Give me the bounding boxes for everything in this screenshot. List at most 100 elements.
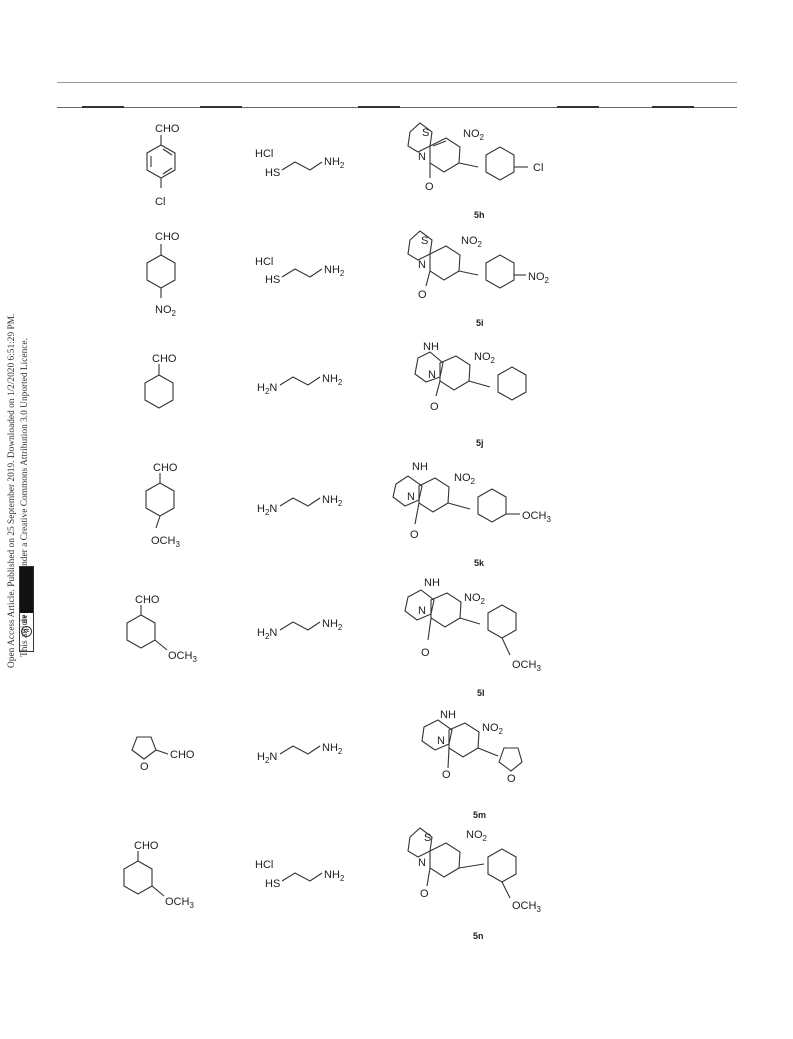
amine-structure: H2N NH2 (257, 618, 343, 641)
product-het-label: NH (440, 709, 456, 721)
compound-label: 5k (474, 558, 485, 568)
compound-label: 5l (477, 688, 485, 698)
compound-label: 5n (473, 931, 484, 941)
amine-left-label: H2N (257, 503, 277, 517)
amine-right-label: NH2 (322, 742, 343, 756)
product-nitro-label: NO2 (466, 829, 488, 843)
product-o-label: O (410, 529, 419, 541)
product-o-label: O (418, 289, 427, 301)
amine-left-label: H2N (257, 382, 277, 396)
amine-structure: HCl HS NH2 (255, 859, 345, 890)
product-n-label: N (437, 735, 445, 747)
aldehyde-structure: CHO OCH3 (126, 594, 197, 664)
aldehyde-top-label: CHO (153, 462, 178, 474)
product-n-label: N (407, 491, 415, 503)
product-n-label: N (428, 369, 436, 381)
product-o-label: O (430, 401, 439, 413)
column-rule-segment (652, 106, 694, 108)
aldehyde-structure: CHO NO2 (146, 231, 180, 318)
product-het-label: S (424, 832, 431, 844)
product-o-label: O (421, 647, 430, 659)
amine-structure: H2N NH2 (257, 494, 343, 517)
amine-structure: H2N NH2 (257, 742, 343, 765)
amine-right-label: NH2 (324, 264, 345, 278)
aldehyde-structure: CHO OCH3 (123, 840, 194, 910)
amine-right-label: NH2 (324, 869, 345, 883)
amine-structure: H2N NH2 (257, 373, 343, 396)
row-5k: CHO OCH3 H2N NH2 NH N NO2 OCH3 O 5k (145, 461, 551, 568)
compound-label: 5i (476, 318, 484, 328)
amine-left-label: HS (265, 167, 280, 179)
aldehyde-top-label: CHO (152, 353, 177, 365)
product-het-label: NH (424, 577, 440, 589)
aldehyde-top-label: CHO (155, 231, 180, 243)
amine-hcl-label: HCl (255, 148, 273, 160)
column-rule-segment (358, 106, 400, 108)
aldehyde-top-label: CHO (155, 123, 180, 135)
product-sub-label: OCH3 (522, 510, 551, 524)
amine-right-label: NH2 (322, 494, 343, 508)
row-5n: CHO OCH3 HCl HS NH2 S N NO2 OCH3 O 5n (123, 827, 541, 941)
aldehyde-meta-label: OCH3 (168, 650, 197, 664)
product-nitro-label: NO2 (463, 128, 485, 142)
column-rule-segment (200, 106, 242, 108)
product-structure: NH N NO2 OCH3 O 5k (392, 461, 551, 568)
aldehyde-structure: O CHO (131, 736, 195, 773)
product-furan-o-label: O (507, 773, 516, 785)
amine-right-label: NH2 (322, 618, 343, 632)
product-n-label: N (418, 259, 426, 271)
product-n-label: N (418, 857, 426, 869)
product-sub-label: OCH3 (512, 659, 541, 673)
product-nitro-label: NO2 (482, 722, 504, 736)
aldehyde-structure: CHO (144, 353, 177, 409)
amine-structure: HCl HS NH2 (255, 148, 345, 179)
row-5j: CHO H2N NH2 NH N NO2 O 5j (144, 341, 527, 448)
product-het-label: S (421, 235, 428, 247)
compound-label: 5m (473, 810, 486, 820)
compound-label: 5h (474, 210, 485, 220)
product-sub-label: OCH3 (512, 900, 541, 914)
product-het-label: NH (412, 461, 428, 473)
product-structure: NH N NO2 OCH3 O 5l (404, 577, 541, 698)
product-nitro-label: NO2 (454, 472, 476, 486)
aldehyde-top-label: CHO (134, 840, 159, 852)
amine-structure: HCl HS NH2 (255, 256, 345, 286)
product-structure: S N NO2 NO2 O 5i (407, 230, 550, 328)
amine-right-label: NH2 (322, 373, 343, 387)
product-structure: S N NO2 OCH3 O 5n (407, 827, 541, 941)
amine-hcl-label: HCl (255, 256, 273, 268)
amine-left-label: HS (265, 878, 280, 890)
product-structure: NH N NO2 O 5j (414, 341, 527, 448)
product-nitro-label: NO2 (464, 592, 486, 606)
table-top-rule (57, 82, 737, 83)
row-5h: CHO Cl HCl HS NH2 S N NO2 Cl O 5h (146, 122, 543, 220)
amine-left-label: HS (265, 274, 280, 286)
amine-hcl-label: HCl (255, 859, 273, 871)
product-n-label: N (418, 151, 426, 163)
cc-icon: cc (21, 626, 32, 637)
aldehyde-meta-label: OCH3 (165, 896, 194, 910)
furan-o-label: O (140, 761, 149, 773)
compound-label: 5j (476, 438, 484, 448)
product-structure: NH N NO2 O O 5m (421, 709, 523, 820)
aldehyde-bottom-label: Cl (155, 196, 165, 208)
column-rule-segment (557, 106, 599, 108)
product-o-label: O (420, 888, 429, 900)
row-5i: CHO NO2 HCl HS NH2 S N NO2 NO2 O 5i (146, 230, 550, 328)
aldehyde-structure: CHO OCH3 (145, 462, 180, 549)
product-o-label: O (425, 181, 434, 193)
aldehyde-bottom-label: NO2 (155, 304, 177, 318)
aldehyde-side-label: CHO (170, 749, 195, 761)
badge-dark-block (20, 567, 33, 613)
product-het-label: S (422, 127, 429, 139)
product-n-label: N (418, 605, 426, 617)
cc-license-badge[interactable]: BY cc (19, 566, 34, 652)
aldehyde-bottom-label: OCH3 (151, 535, 180, 549)
product-nitro-label: NO2 (474, 351, 496, 365)
product-sub-label: Cl (533, 162, 543, 174)
product-structure: S N NO2 Cl O 5h (407, 122, 543, 220)
aldehyde-top-label: CHO (135, 594, 160, 606)
product-het-label: NH (423, 341, 439, 353)
aldehyde-structure: CHO Cl (146, 123, 180, 208)
